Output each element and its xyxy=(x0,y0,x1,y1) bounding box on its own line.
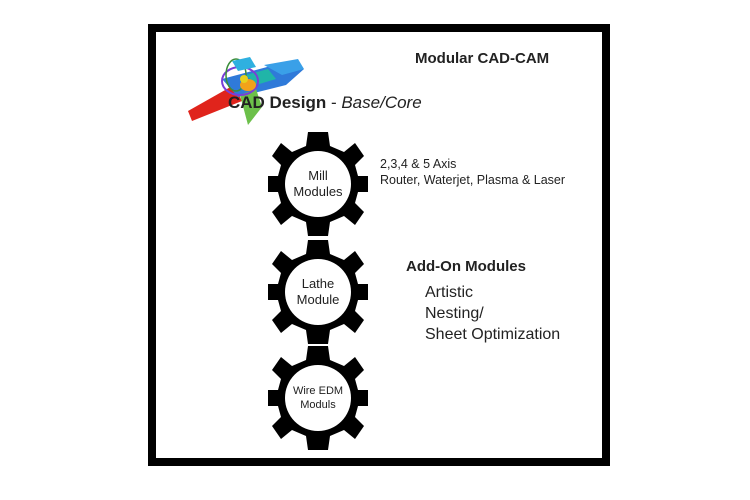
addon-list: Artistic Nesting/ Sheet Optimization xyxy=(425,282,560,345)
gear-wire-edm-moduls: Wire EDM Moduls xyxy=(268,346,368,450)
gear-label-line: Mill xyxy=(308,168,328,183)
gear-label-line: Lathe xyxy=(301,276,335,291)
gear-label: Mill Modules xyxy=(268,168,368,200)
gear-icon xyxy=(268,346,368,450)
diagram-frame: Modular CAD-CAM CAD Design - Base/Core M… xyxy=(148,24,610,466)
addon-item: Sheet Optimization xyxy=(425,326,561,343)
addon-title: Add-On Modules xyxy=(406,258,526,275)
cad-model-icon xyxy=(188,57,304,125)
gear-label-line: Module xyxy=(296,292,340,307)
core-sublabel: Base/Core xyxy=(341,93,422,112)
core-label: CAD Design xyxy=(228,93,327,112)
gear-lathe-module: Lathe Module xyxy=(268,240,368,344)
mill-detail-line: 2,3,4 & 5 Axis xyxy=(380,157,457,171)
addon-item: Nesting/ xyxy=(425,305,484,322)
mill-details: 2,3,4 & 5 Axis Router, Waterjet, Plasma … xyxy=(380,156,565,188)
gear-label-line: Wire EDM xyxy=(292,385,344,397)
core-module-label: CAD Design - Base/Core xyxy=(228,93,422,113)
gear-label: Lathe Module xyxy=(268,276,368,308)
diagram-title: Modular CAD-CAM xyxy=(415,50,550,67)
gear-icon xyxy=(268,240,368,344)
mill-detail-line: Router, Waterjet, Plasma & Laser xyxy=(380,173,566,187)
core-separator: - xyxy=(326,93,342,112)
gear-label: Wire EDM Moduls xyxy=(268,384,368,412)
gear-label-line: Modules xyxy=(293,184,343,199)
addon-item: Artistic xyxy=(425,284,473,301)
gear-icon xyxy=(268,132,368,236)
diagram-panel: Modular CAD-CAM CAD Design - Base/Core M… xyxy=(156,32,602,458)
gear-label-line: Moduls xyxy=(300,399,336,411)
gear-mill-modules: Mill Modules xyxy=(268,132,368,236)
